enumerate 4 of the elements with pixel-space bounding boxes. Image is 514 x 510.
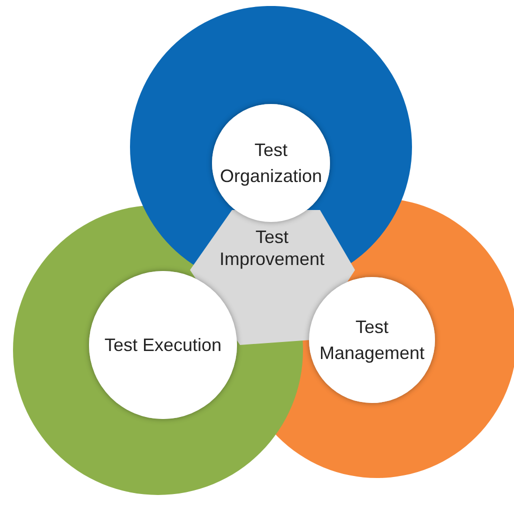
node-label: Test Organization <box>218 139 324 188</box>
node-label: Test Management <box>318 316 426 365</box>
node-label: Test Execution <box>104 334 222 357</box>
node-label: Test Improvement <box>218 226 326 270</box>
